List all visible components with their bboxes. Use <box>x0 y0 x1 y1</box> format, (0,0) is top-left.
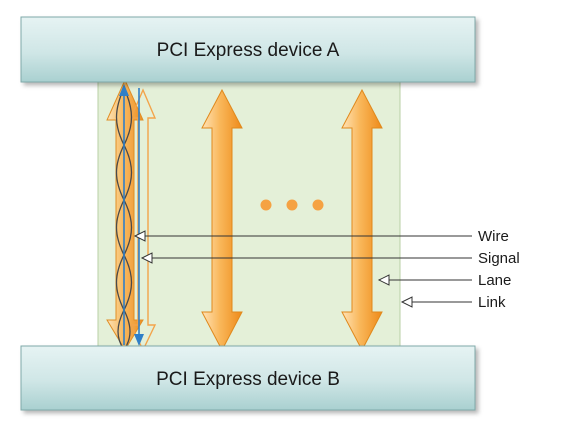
callout-label-signal: Signal <box>478 250 520 267</box>
wire-pair <box>115 87 133 351</box>
callout-signal <box>140 252 472 264</box>
device-b-box <box>20 345 476 411</box>
callout-lane <box>377 274 472 286</box>
callout-wire <box>133 230 472 242</box>
device-a-label: PCI Express device A <box>157 40 340 61</box>
callout-label-link: Link <box>478 294 506 311</box>
device-b-label: PCI Express device B <box>156 369 340 390</box>
callout-label-lane: Lane <box>478 272 511 289</box>
device-a-box <box>20 16 476 83</box>
signal-lines <box>119 84 144 346</box>
callout-link <box>400 296 472 308</box>
callout-label-wire: Wire <box>478 228 509 245</box>
ellipsis-dots <box>260 199 324 211</box>
